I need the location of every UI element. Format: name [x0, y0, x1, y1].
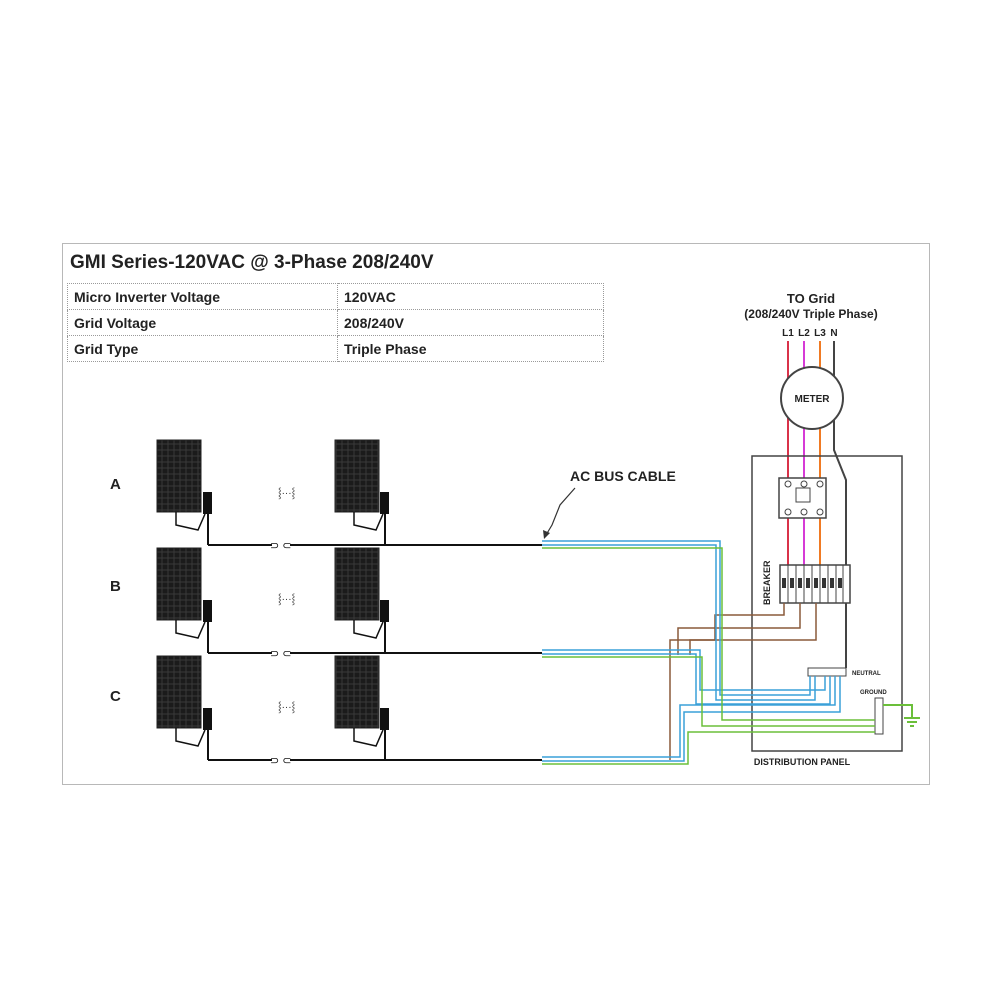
ac-bus-cable-pointer [545, 487, 576, 536]
neutral-label: NEUTRAL [852, 671, 881, 677]
micro-inverter [380, 708, 389, 730]
branch-a: A ⸾···⸾ ⊃ ⊂ [110, 439, 542, 552]
distribution-panel [751, 455, 903, 752]
solar-panel [334, 655, 380, 729]
svg-text:⊃ ⊂: ⊃ ⊂ [270, 540, 292, 552]
ground-label: GROUND [860, 690, 887, 696]
spec-key: Grid Voltage [67, 309, 338, 336]
solar-panel [156, 439, 202, 513]
meter-label: METER [795, 394, 831, 405]
phase-label-l2: L2 [798, 328, 810, 339]
micro-inverter [203, 708, 212, 730]
distribution-panel-label: DISTRIBUTION PANEL [754, 757, 851, 767]
svg-text:⸾···⸾: ⸾···⸾ [278, 593, 295, 606]
phase-label-n: N [830, 328, 837, 339]
spec-key: Grid Type [67, 335, 338, 362]
svg-text:⊃ ⊂: ⊃ ⊂ [270, 648, 292, 660]
breaker-block [779, 564, 851, 604]
branch-label: C [110, 688, 121, 705]
ground-icon [883, 704, 920, 727]
solar-panel [156, 655, 202, 729]
meter [780, 366, 844, 430]
ground-wires [542, 547, 875, 765]
branch-b: B ⸾···⸾ ⊃ ⊂ [110, 547, 542, 660]
ac-bus-cable-label: AC BUS CABLE [570, 468, 676, 484]
spec-row: Grid Type Triple Phase [67, 335, 604, 362]
solar-panel [156, 547, 202, 621]
diagram-title: GMI Series-120VAC @ 3-Phase 208/240V [70, 252, 434, 273]
micro-inverter [203, 492, 212, 514]
phase-label-l1: L1 [782, 328, 794, 339]
breaker-label: BREAKER [762, 560, 772, 605]
branch-label: A [110, 476, 121, 493]
solar-panel [334, 547, 380, 621]
svg-text:⊃ ⊂: ⊃ ⊂ [270, 755, 292, 767]
breaker-output-wires [669, 603, 817, 760]
spec-value: Triple Phase [337, 335, 604, 362]
spec-key: Micro Inverter Voltage [67, 283, 338, 310]
micro-inverter [380, 492, 389, 514]
micro-inverter [203, 600, 212, 622]
ground-bar [874, 697, 884, 735]
svg-text:⸾···⸾: ⸾···⸾ [278, 701, 295, 714]
spec-row: Micro Inverter Voltage 120VAC [67, 283, 604, 310]
grid-title: TO Grid [787, 291, 835, 306]
spec-row: Grid Voltage 208/240V [67, 309, 604, 336]
svg-text:⸾···⸾: ⸾···⸾ [278, 487, 295, 500]
branch-label: B [110, 578, 121, 595]
micro-inverter [380, 600, 389, 622]
neutral-wires [542, 540, 841, 762]
neutral-bar [807, 667, 847, 677]
spec-table: Micro Inverter Voltage 120VAC Grid Volta… [67, 283, 604, 362]
branch-c: C ⸾···⸾ ⊃ ⊂ [110, 655, 542, 767]
solar-panel [334, 439, 380, 513]
phase-label-l3: L3 [814, 328, 826, 339]
grid-subtitle: (208/240V Triple Phase) [744, 307, 877, 321]
